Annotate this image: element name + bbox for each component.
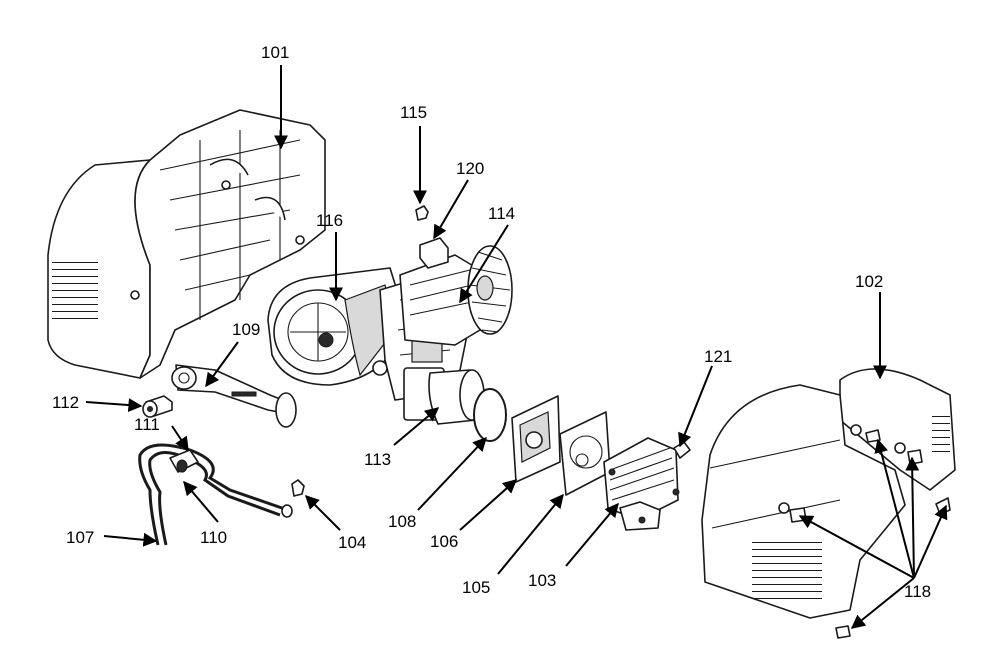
leader-118-e (850, 577, 915, 629)
callout-113: 113 (364, 450, 391, 469)
clip-part-104 (291, 479, 305, 497)
callout-110: 110 (200, 528, 227, 547)
callout-103: 103 (528, 571, 556, 590)
leader-103 (565, 502, 619, 567)
callout-120: 120 (456, 159, 484, 178)
cylinder-part-113 (403, 367, 485, 425)
leader-111 (171, 425, 189, 452)
o-ring-part-108 (473, 388, 507, 442)
callout-111: 111 (134, 415, 160, 434)
leader-121 (678, 365, 713, 448)
leader-118-d (913, 504, 948, 579)
callout-104: 104 (338, 533, 366, 552)
leader-110 (183, 480, 219, 523)
left-shroud-part-101 (47, 109, 326, 379)
callout-114: 114 (488, 204, 515, 223)
callout-105: 105 (462, 578, 490, 597)
valve-plate-part-106 (511, 395, 561, 483)
callout-116: 116 (316, 211, 343, 230)
screws-part-118 (789, 429, 951, 639)
leader-108 (417, 436, 487, 511)
leader-lines (85, 65, 948, 629)
callout-109: 109 (232, 320, 260, 339)
leader-118-a (874, 438, 915, 579)
leader-106 (459, 479, 518, 531)
cylinder-head-part-103 (603, 437, 680, 531)
leader-109 (205, 341, 239, 388)
callout-107: 107 (66, 528, 94, 547)
callout-121: 121 (704, 347, 732, 366)
callout-102: 102 (855, 272, 883, 291)
pump-assembly (267, 205, 513, 425)
leader-118-b (905, 456, 920, 579)
leader-112 (85, 398, 143, 413)
callout-118: 118 (904, 582, 931, 601)
callout-108: 108 (388, 512, 416, 531)
leader-105 (497, 493, 564, 575)
leader-114 (459, 224, 509, 304)
callout-labels: 101 102 103 104 105 106 107 108 109 110 … (52, 43, 931, 601)
leader-118-c (798, 515, 915, 579)
right-shroud-part-102 (701, 368, 956, 619)
fan (467, 245, 513, 335)
gasket-part-105 (559, 411, 611, 496)
leader-104 (305, 495, 341, 531)
leader-120 (433, 179, 469, 240)
callout-106: 106 (430, 532, 458, 551)
leader-107 (103, 532, 158, 547)
callout-101: 101 (261, 43, 289, 62)
callout-115: 115 (400, 103, 427, 122)
leader-113 (393, 407, 440, 446)
connecting-rod-part-109 (171, 364, 297, 428)
callout-112: 112 (52, 393, 79, 412)
tube-assembly-parts-107-110-111 (138, 443, 293, 546)
screw-part-112 (142, 395, 173, 418)
